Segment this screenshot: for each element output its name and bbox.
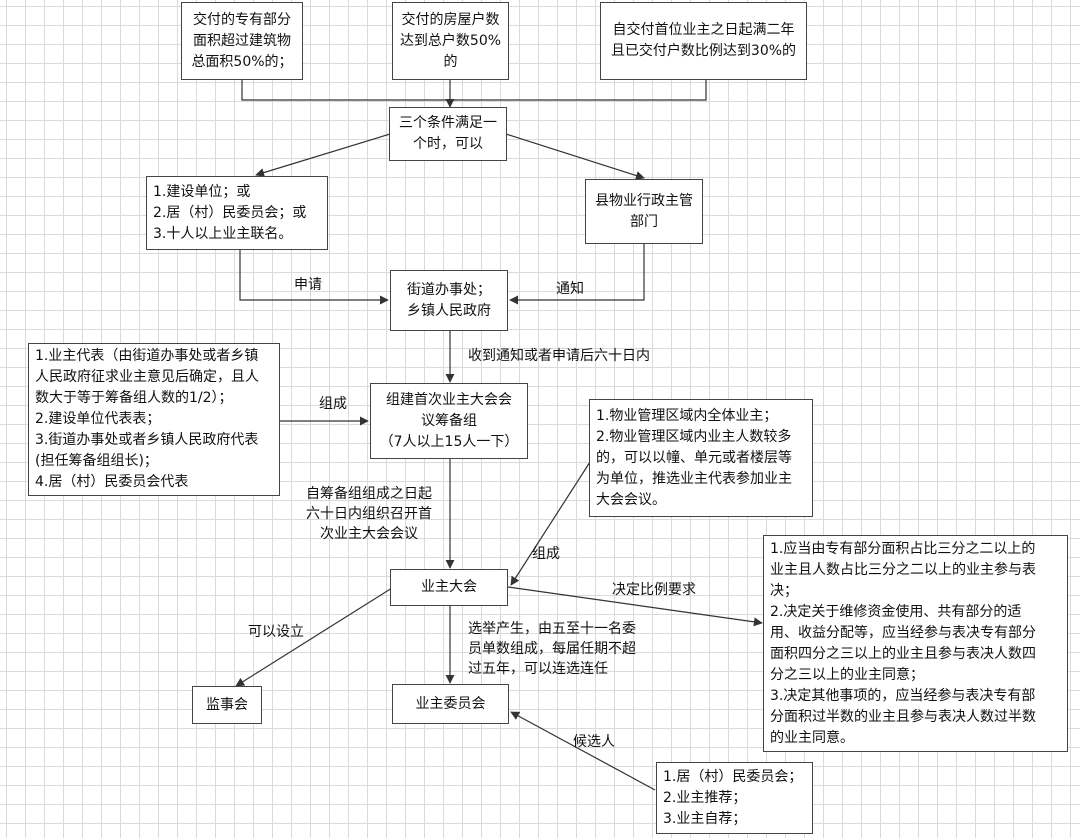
node-cond-two-years: 自交付首位业主之日起满二年 且已交付户数比例达到30%的 [600,2,807,80]
label-within-60-days: 收到通知或者申请后六十日内 [468,346,650,366]
label-within-60-days-meeting: 自筹备组组成之日起 六十日内组织召开首 次业主大会会议 [298,484,440,544]
label-line: 通知 [556,281,584,297]
edge-county-to-street [509,244,645,305]
node-voting-rules: 1.应当由专有部分面积占比三分之二以上的 业主且人数占比三分之二以上的业主参与表… [763,535,1068,752]
node-line: 2.居（村）民委员会；或 [153,204,307,221]
node-prep-group: 组建首次业主大会会 议筹备组 （7人以上15人一下） [370,383,528,459]
node-line: 4.居（村）民委员会代表 [35,474,189,490]
node-street-office: 街道办事处； 乡镇人民政府 [390,270,508,331]
label-apply: 申请 [294,275,322,295]
node-line: 自交付首位业主之日起满二年 [612,22,795,38]
edge-three-conditions-to-county [505,133,645,180]
node-line: 2.业主推荐； [663,789,747,806]
node-line: 数大于等于筹备组人数的1/2）； [35,390,233,406]
node-line: 县物业行政主管 [595,192,693,209]
node-line: 人民政府征求业主意见后确定，且人 [35,369,259,385]
label-line: 组成 [532,546,560,562]
label-line: 过五年，可以连选连任 [468,661,608,677]
node-line: 乡镇人民政府 [407,302,491,319]
node-line: 1.应当由专有部分面积占比三分之二以上的 [770,540,1036,557]
node-line: 交付的房屋户数 [401,11,500,28]
node-line: 总面积50%的； [191,53,293,70]
node-line: 达到总户数50% [399,32,502,49]
label-line: 决定比例要求 [612,582,696,598]
label-line: 员单数组成，每届任期不超 [468,641,636,657]
node-three-conditions: 三个条件满足一 个时，可以 [389,107,507,161]
node-line: 业主且人数占比三分之二以上的业主参与表 [770,561,1036,578]
node-line: 为单位，推选业主代表参加业主 [596,470,792,487]
node-line: 议筹备组 [421,412,477,429]
label-line: 次业主大会会议 [320,526,418,542]
label-line: 组成 [319,396,347,412]
node-county-department: 县物业行政主管 部门 [585,179,703,244]
node-line: 业主大会 [421,579,477,595]
node-line: 面积超过建筑物 [193,32,291,49]
node-line: 交付的专有部分 [193,11,291,28]
node-line: 组建首次业主大会会 [386,391,512,408]
node-line: 3.十人以上业主联名。 [153,225,293,242]
label-line: 选举产生，由五至十一名委 [468,621,636,637]
edge-candidates-to-committee [510,711,656,791]
node-line: 2.建设单位代表表； [35,411,161,427]
label-ratio-requirement: 决定比例要求 [612,580,696,600]
node-cond-households: 交付的房屋户数 达到总户数50% 的 [392,2,509,80]
edge-applicants-to-street [239,250,389,305]
node-supervisory-board: 监事会 [192,686,262,724]
label-line: 自筹备组组成之日起 [306,486,432,502]
node-assembly-composition: 1.物业管理区域内全体业主； 2.物业管理区域内业主人数较多 的，可以以幢、单元… [589,399,813,517]
edge-assembly-to-voting-rules [507,586,763,627]
node-line: 分面积过半数的业主且参与表决人数过半数 [770,708,1036,725]
node-line: 用、收益分配等，应当经参与表决专有部分 [770,624,1036,641]
node-line: 1.建设单位；或 [153,183,251,200]
edge-composition-to-assembly [510,461,591,586]
node-line: 且已交付户数比例达到30%的 [610,43,797,59]
node-line: （7人以上15人一下） [379,433,519,450]
label-candidate: 候选人 [573,732,615,752]
node-line: 1.居（村）民委员会； [663,768,803,785]
node-line: 部门 [630,213,658,230]
label-line: 六十日内组织召开首 [306,506,432,522]
node-line: 的 [443,53,458,70]
node-line: 决； [770,582,798,599]
node-candidates: 1.居（村）民委员会； 2.业主推荐； 3.业主自荐； [656,762,813,834]
edge-three-conditions-to-applicants [255,133,391,177]
node-line: 3.业主自荐； [663,810,747,827]
node-line: 1.物业管理区域内全体业主； [596,407,778,424]
node-applicants: 1.建设单位；或 2.居（村）民委员会；或 3.十人以上业主联名。 [146,176,328,250]
label-compose-prep: 组成 [319,394,347,414]
node-line: 2.物业管理区域内业主人数较多 [596,428,792,445]
node-line: 业主委员会 [415,695,486,712]
label-notify: 通知 [556,279,584,299]
label-line: 候选人 [573,734,615,750]
edge-cond3-to-merge [450,80,707,101]
label-election: 选举产生，由五至十一名委 员单数组成，每届任期不超 过五年，可以连选连任 [468,619,636,679]
edge-assembly-to-supervisory [235,587,393,687]
node-line: 大会会议。 [596,491,666,508]
node-line: 分之三以上的业主同意； [770,666,924,683]
node-line: 的，可以以幢、单元或者楼层等 [596,449,792,466]
label-line: 申请 [294,277,322,293]
node-line: 2.决定关于维修资金使用、共有部分的适 [770,603,1022,620]
node-line: 3.决定其他事项的，应当经参与表决专有部 [770,687,1036,704]
node-prep-members: 1.业主代表（由街道办事处或者乡镇 人民政府征求业主意见后确定，且人 数大于等于… [28,343,280,496]
node-cond-area: 交付的专有部分 面积超过建筑物 总面积50%的； [181,2,303,80]
node-line: 的业主同意。 [770,729,854,746]
node-line: 三个条件满足一 [399,115,497,131]
label-compose-assembly: 组成 [532,544,560,564]
node-line: 3.街道办事处或者乡镇人民政府代表 [35,432,259,448]
node-line: 街道办事处； [407,281,491,298]
node-line: 监事会 [206,696,248,713]
node-line: 面积四分之三以上的业主且参与表决人数四 [770,645,1036,662]
node-owners-committee: 业主委员会 [392,684,509,724]
node-line: 个时，可以 [413,136,483,152]
label-line: 收到通知或者申请后六十日内 [468,348,650,364]
node-owners-assembly: 业主大会 [390,569,508,606]
node-line: (担任筹备组组长)； [35,453,158,469]
label-may-establish: 可以设立 [248,622,304,642]
edge-cond1-to-merge [241,80,450,101]
label-line: 可以设立 [248,624,304,640]
node-line: 1.业主代表（由街道办事处或者乡镇 [35,348,259,364]
